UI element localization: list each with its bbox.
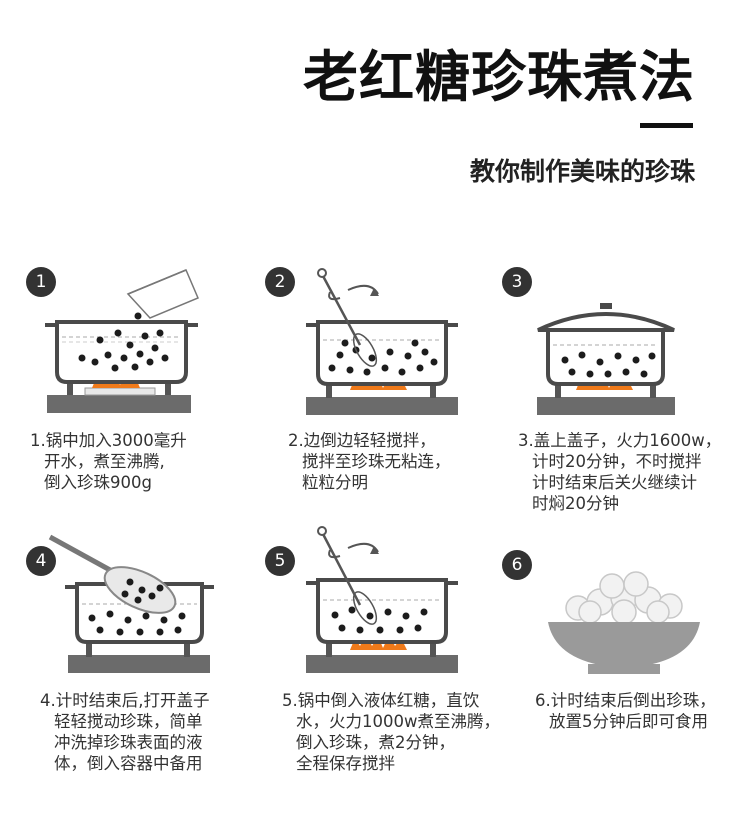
page-title: 老红糖珍珠煮法 [302, 45, 695, 109]
step-description-line: 体，倒入容器中备用 [54, 754, 203, 773]
step-description-line: 1.锅中加入3000毫升 [30, 431, 187, 450]
step-1-description: 1.锅中加入3000毫升 开水，煮至沸腾, 倒入珍珠900g [30, 430, 187, 493]
step-description-line: 粒粒分明 [302, 473, 368, 492]
step-description-line: 计时结束后关火继续计 [532, 473, 697, 492]
step-description-line: 轻轻搅动珍珠，简单 [54, 712, 203, 731]
step-description-line: 4.计时结束后,打开盖子 [40, 691, 210, 710]
step-number-badge: 5 [265, 546, 295, 576]
step-number-badge: 2 [265, 267, 295, 297]
step-5-description: 5.锅中倒入液体红糖，直饮 水，火力1000w煮至沸腾， 倒入珍珠，煮2分钟， … [282, 690, 500, 774]
step-description-line: 倒入珍珠900g [44, 473, 152, 492]
step-description-line: 全程保存搅拌 [296, 754, 395, 773]
step-6-description: 6.计时结束后倒出珍珠， 放置5分钟后即可食用 [535, 690, 716, 732]
step-number-badge: 6 [502, 550, 532, 580]
title-underline [640, 123, 693, 128]
step-description-line: 3.盖上盖子，火力1600w， [518, 431, 722, 450]
step-description-line: 时焖20分钟 [532, 494, 619, 513]
step-description-line: 2.边倒边轻轻搅拌， [288, 431, 436, 450]
step-number-badge: 4 [26, 546, 56, 576]
step-description-line: 6.计时结束后倒出珍珠， [535, 691, 716, 710]
page-subtitle: 教你制作美味的珍珠 [469, 157, 695, 186]
step-number-badge: 1 [26, 267, 56, 297]
step-description-line: 冲洗掉珍珠表面的液 [54, 733, 203, 752]
step-3-description: 3.盖上盖子，火力1600w， 计时20分钟，不时搅拌 计时结束后关火继续计 时… [518, 430, 721, 514]
step-description-line: 5.锅中倒入液体红糖，直饮 [282, 691, 480, 710]
step-description-line: 倒入珍珠，煮2分钟， [296, 733, 455, 752]
step-4-description: 4.计时结束后,打开盖子 轻轻搅动珍珠，简单 冲洗掉珍珠表面的液 体，倒入容器中… [40, 690, 210, 774]
step-description-line: 搅拌至珍珠无粘连， [302, 452, 451, 471]
step-number-badge: 3 [502, 267, 532, 297]
step-description-line: 开水，煮至沸腾, [44, 452, 165, 471]
step-description-line: 水，火力1000w煮至沸腾， [296, 712, 500, 731]
step-description-line: 放置5分钟后即可食用 [549, 712, 708, 731]
step-description-line: 计时20分钟，不时搅拌 [532, 452, 702, 471]
step-2-description: 2.边倒边轻轻搅拌， 搅拌至珍珠无粘连， 粒粒分明 [288, 430, 451, 493]
